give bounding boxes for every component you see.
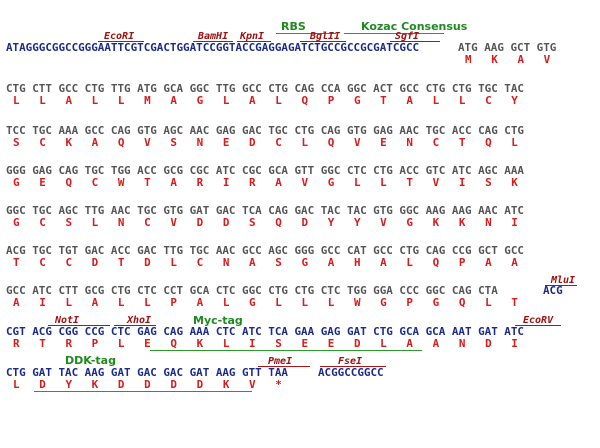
aa-row-6: A I L A L L P A L G L L L W G P G Q L T [13, 296, 518, 309]
bamhi-site-label: BamHI [198, 31, 229, 42]
aa-row-1: L L A L L M A G L A L Q P G T A L L C Y [13, 94, 518, 107]
ecorv-underline [515, 325, 561, 326]
pmei-underline [258, 366, 310, 367]
utr-sequence: ATAGGGCGGCCGGGAATTCGTCGACTGGATCCGGTACCGA… [6, 41, 420, 54]
codon-row-4: GGC TGC AGC TTG AAC TGC GTG GAT GAC TCA … [6, 204, 524, 217]
myc-tag-underline [150, 350, 422, 351]
ddk-tag-label: DDK-tag [65, 354, 116, 367]
fsei-site-label: FseI [338, 356, 363, 367]
xhoi-underline [114, 325, 156, 326]
codon-row-8: CTG GAT TAC AAG GAT GAC GAC GAT AAG GTT … [6, 366, 288, 379]
codon-row-1: CTG CTT GCC CTG TTG ATG GCA GGC TTG GCC … [6, 82, 524, 95]
ecorv-site-label: EcoRV [523, 315, 554, 326]
myc-tag-label: Myc-tag [193, 314, 243, 327]
ecori-underline [98, 41, 144, 42]
bamhi-underline [193, 41, 233, 42]
kozac-consensus-label: Kozac Consensus [361, 20, 468, 33]
mlui-site-label: MluI [551, 275, 576, 286]
aa-row-7: R T R P L E Q K L I S E E D L A A N D I [13, 337, 518, 350]
three-prime-sequence: ACGGCCGGCC [318, 366, 384, 379]
aa-row-4: G C S L N C V D D S Q D Y Y V G K K N I [13, 216, 518, 229]
kpni-site-label: KpnI [240, 31, 265, 42]
xhoi-site-label: XhoI [127, 315, 152, 326]
noti-underline [48, 325, 110, 326]
pmei-site-label: PmeI [268, 356, 293, 367]
rbs-label: RBS [281, 20, 306, 33]
aa-row-2: S C K A Q V S N E D C L Q V E N C T Q L [13, 136, 518, 149]
codon-row-7: CGT ACG CGG CCG CTC GAG CAG AAA CTC ATC … [6, 325, 524, 338]
codon-row-2: TCC TGC AAA GCC CAG GTG AGC AAC GAG GAC … [6, 124, 524, 137]
aa-row-3: G E Q C W T A R I R A V G L L T V I S K [13, 176, 518, 189]
mlui-codon: ACG [543, 284, 563, 297]
bglii-site-label: BglII [310, 31, 341, 42]
rbs-underline [276, 33, 336, 34]
codon-row-5: ACG TGC TGT GAC ACC GAC TTG TGC AAC GCC … [6, 244, 524, 257]
fsei-underline [320, 366, 386, 367]
start-codons: ATG AAG GCT GTG [458, 41, 557, 54]
kozac-underline [344, 33, 444, 34]
bglii-underline [300, 41, 346, 42]
mlui-underline [545, 285, 577, 286]
kpni-underline [237, 41, 271, 42]
aa-row-8: L D Y K D D D D K V * [13, 378, 282, 391]
noti-site-label: NotI [55, 315, 80, 326]
start-amino-acids: M K A V [465, 53, 551, 66]
codon-row-6: GCC ATC CTT GCG CTG CTC CCT GCA CTC GGC … [6, 284, 498, 297]
codon-row-3: GGG GAG CAG TGC TGG ACC GCG CGC ATC CGC … [6, 164, 524, 177]
ddk-tag-underline [34, 391, 252, 392]
ecori-site-label: EcoRI [104, 31, 135, 42]
aa-row-5: T C C D T D L C N A S G A H A L Q P A A [13, 256, 518, 269]
sgfi-site-label: SgfI [395, 31, 420, 42]
sgfi-underline [390, 41, 440, 42]
